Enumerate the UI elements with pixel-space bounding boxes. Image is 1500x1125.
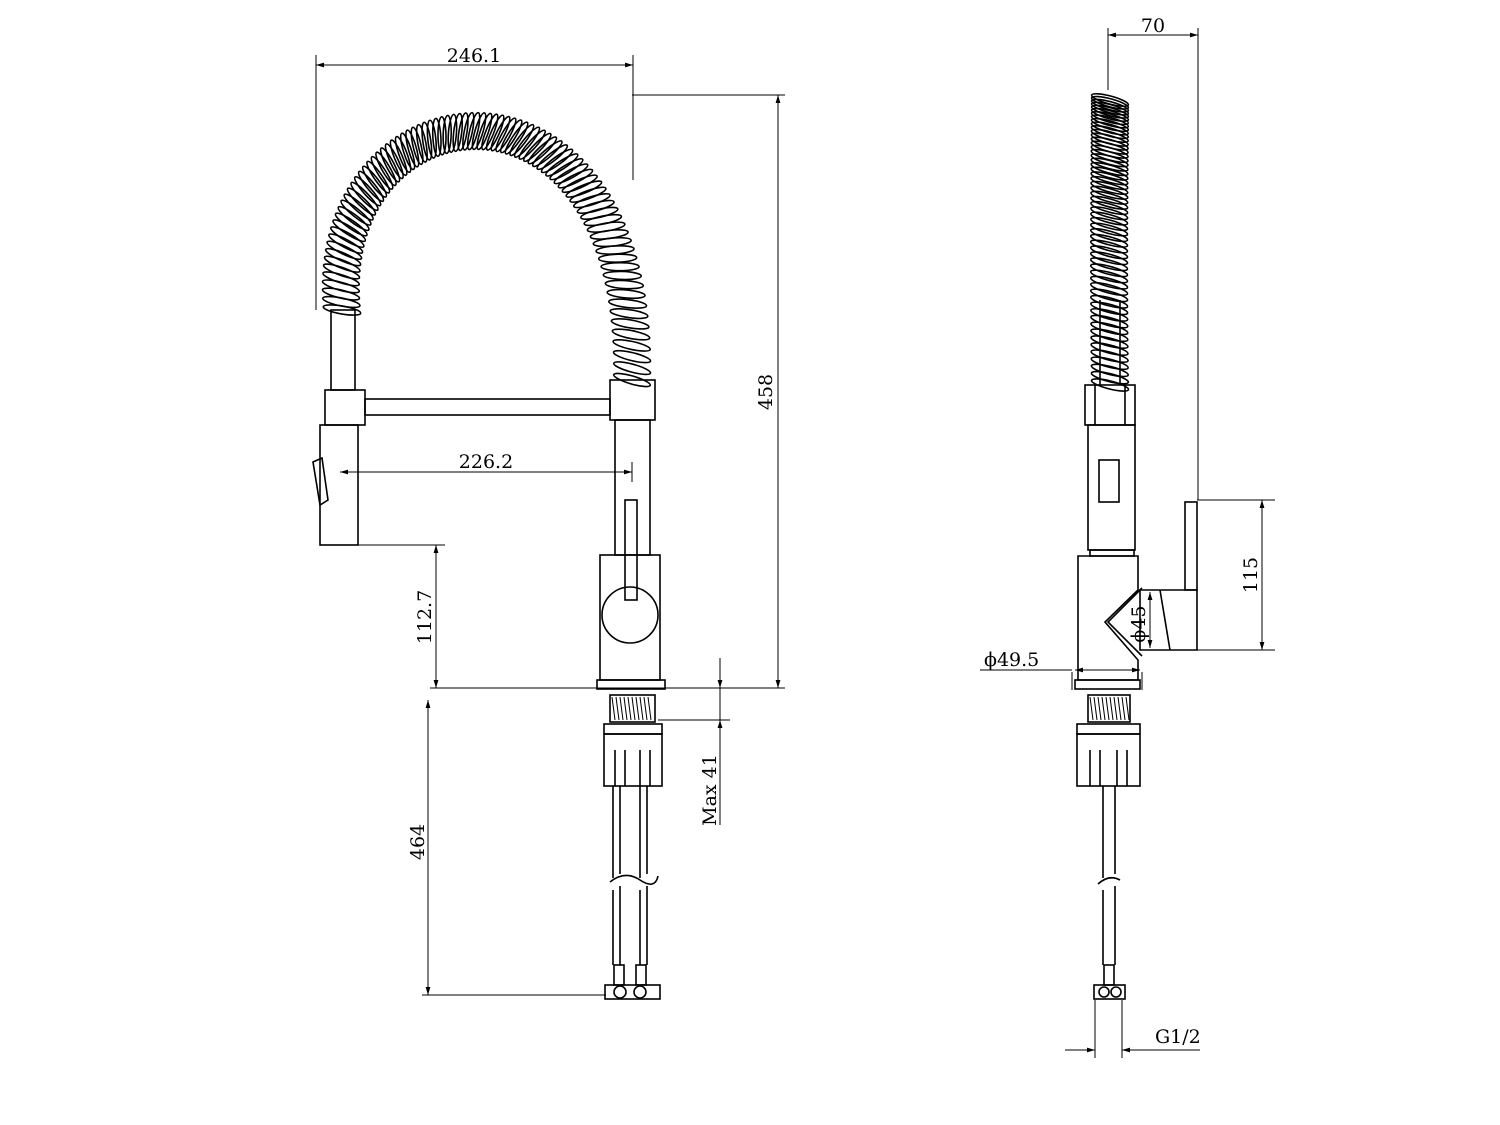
thread-shank — [609, 694, 656, 723]
dim-phi-49-5: ϕ49.5 — [984, 649, 1039, 671]
spray-head — [319, 424, 359, 546]
dim-464: 464 — [407, 824, 429, 860]
dim-max-41: Max 41 — [699, 754, 721, 826]
spring-coil — [321, 111, 652, 388]
dim-115: 115 — [1240, 557, 1262, 593]
dim-g1-2: G1/2 — [1155, 1026, 1201, 1048]
spray-trigger — [312, 456, 329, 507]
hose-fittings — [604, 984, 661, 1000]
body — [599, 554, 661, 681]
supply-hoses — [612, 786, 648, 965]
dim-112-7: 112.7 — [414, 590, 436, 644]
dim-246-1: 246.1 — [447, 45, 501, 67]
break-line — [609, 874, 659, 885]
dim-70: 70 — [1141, 15, 1165, 37]
handle-hub — [601, 586, 659, 644]
mounting-nut-side — [1076, 733, 1141, 787]
nut-washer — [603, 723, 663, 735]
base-plate-side — [1074, 679, 1141, 690]
side-view: 70 115 ϕ45 ϕ49.5 G1/2 — [980, 15, 1275, 1058]
dim-phi-45: ϕ45 — [1128, 605, 1150, 642]
mounting-nut — [603, 733, 663, 787]
spray-button — [1098, 459, 1120, 503]
supply-hose-side — [1102, 786, 1116, 965]
body-tube — [614, 419, 651, 556]
hose-tube — [330, 309, 356, 391]
base-plate — [596, 679, 666, 690]
dim-458: 458 — [755, 374, 777, 410]
spring-coil-side — [1089, 92, 1130, 392]
horizontal-arm — [364, 398, 611, 416]
front-view: 246.1 226.2 458 112.7 464 Max 41 — [312, 45, 785, 1000]
handle-lever-side — [1184, 501, 1198, 591]
dim-226-2: 226.2 — [459, 451, 513, 473]
spray-head-side — [1087, 424, 1136, 551]
hose-fitting-side — [1093, 984, 1126, 1000]
handle-lever — [624, 499, 638, 601]
spray-head-collar — [324, 389, 366, 426]
thread-shank-side — [1087, 694, 1131, 723]
